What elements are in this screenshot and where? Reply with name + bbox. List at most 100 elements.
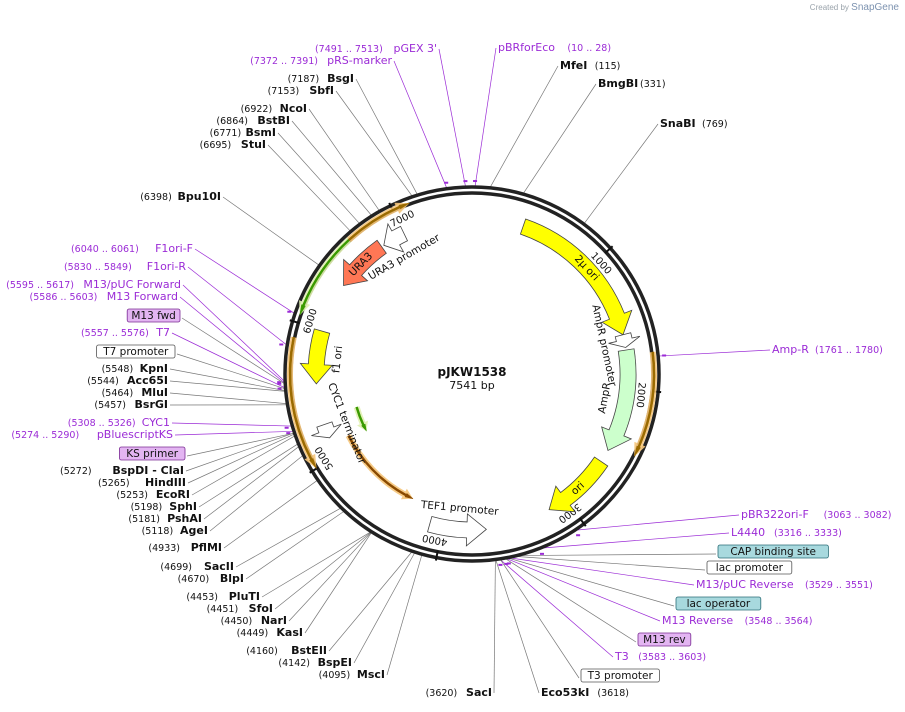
- enzyme-name: SacI: [466, 686, 492, 699]
- leader-line: [495, 559, 540, 694]
- feature-arrow: [311, 421, 342, 439]
- primer-site-marker: [540, 552, 545, 555]
- leader-line: [261, 531, 372, 598]
- enzyme-label: StuI(6695): [200, 138, 266, 151]
- primer-label: F1ori-F(6040 .. 6061): [71, 242, 193, 255]
- enzyme-position: (7187): [288, 74, 320, 85]
- primer-name: M13/pUC Reverse: [696, 578, 794, 591]
- enzyme-position: (6922): [241, 104, 273, 115]
- primer-label: F1ori-R(5830 .. 5849): [64, 260, 186, 273]
- leader-line: [658, 349, 771, 357]
- primer-name: pBRforEco: [498, 41, 555, 54]
- leader-line: [506, 557, 675, 607]
- enzyme-name: PflMI: [191, 541, 222, 554]
- tick-mark: [434, 550, 439, 561]
- leader-line: [504, 557, 637, 643]
- enzyme-name: MfeI: [560, 59, 587, 72]
- feature-box-text: CAP binding site: [730, 546, 816, 558]
- primer-site-marker: [277, 387, 282, 390]
- enzyme-name: BmgBI: [598, 77, 638, 90]
- leader-line: [187, 433, 295, 484]
- leader-line: [522, 83, 597, 195]
- enzyme-position: (769): [702, 119, 728, 130]
- orf-arrow: [355, 406, 367, 432]
- enzyme-label: BspEI (4142): [278, 656, 352, 669]
- enzyme-name: PluTI: [229, 590, 260, 603]
- enzyme-label: Bpu10I(6398): [140, 190, 221, 203]
- enzyme-label: PluTI(4453): [186, 590, 260, 603]
- feature-box-text: T7 promoter: [102, 346, 169, 358]
- enzyme-label: BstBI(6864): [216, 114, 290, 127]
- enzyme-label: NcoI(6922): [241, 102, 307, 115]
- primer-label: M13 Reverse(3548 .. 3564): [662, 614, 812, 627]
- feature-box-text: T3 promoter: [587, 670, 654, 682]
- enzyme-label: MscI(4095): [319, 668, 385, 681]
- primer-site-marker: [279, 343, 284, 346]
- leader-line: [198, 443, 299, 508]
- feature-label: f1 ori: [330, 345, 345, 374]
- leader-line: [493, 559, 496, 694]
- feature-label: AmpR: [596, 382, 613, 415]
- primer-range: (1761 .. 1780): [815, 345, 883, 356]
- primer-site-marker: [444, 181, 449, 184]
- enzyme-name: BlpI: [220, 572, 244, 585]
- feature-box-label: CAP binding site: [717, 544, 829, 559]
- snapgene-branding: Created by SnapGene: [810, 2, 899, 13]
- orf-glow: [634, 351, 657, 457]
- leader-line: [174, 430, 295, 436]
- enzyme-position: (5548): [102, 364, 134, 375]
- tick-mark: [289, 319, 300, 325]
- leader-line: [274, 531, 372, 610]
- primer-name: M13 Reverse: [662, 614, 733, 627]
- primer-range: (10 .. 28): [567, 43, 611, 54]
- enzyme-position: (6398): [140, 192, 172, 203]
- primer-name: pRS-marker: [327, 54, 392, 67]
- feature-arrow: [299, 328, 334, 385]
- site-labels: MfeI(115)BmgBI(331)SnaBI(769)BsgI(7187)S…: [6, 41, 891, 699]
- primer-label: L4440(3316 .. 3333): [731, 526, 842, 539]
- leader-line: [267, 144, 352, 232]
- primer-name: Amp-R: [772, 343, 809, 356]
- feature-arrow: [519, 218, 633, 336]
- primer-name: T3: [614, 650, 629, 663]
- enzyme-label: KpnI(5548): [102, 362, 168, 375]
- primer-name: T7: [155, 326, 170, 339]
- primer-site-marker: [284, 426, 289, 429]
- enzyme-position: (4142): [278, 658, 310, 669]
- leader-line: [516, 553, 717, 556]
- enzyme-label: BsmI(6771): [210, 126, 276, 139]
- primer-name: CYC1: [142, 416, 170, 429]
- primer-range: (3583 .. 3603): [638, 652, 706, 663]
- primer-site-marker: [277, 381, 282, 384]
- enzyme-position: (6771): [210, 128, 242, 139]
- primer-range: (5274 .. 5290): [11, 430, 79, 441]
- leader-line: [187, 266, 288, 346]
- enzyme-position: (3618): [597, 688, 629, 699]
- leader-line: [182, 284, 286, 383]
- feature-box-label: KS primer: [119, 446, 186, 461]
- orf-arrow: [299, 238, 350, 316]
- enzyme-name: MluI: [141, 386, 168, 399]
- primer-label: T3 (3583 .. 3603): [614, 650, 706, 663]
- leader-line: [235, 507, 342, 568]
- enzyme-label: Acc65I(5544): [87, 374, 168, 387]
- leader-line: [386, 554, 423, 676]
- feature-box-label: T3 promoter: [580, 668, 660, 683]
- enzyme-position: (4670): [178, 574, 210, 585]
- feature-arrow: [383, 222, 409, 253]
- plasmid-name: pJKW1538: [438, 365, 507, 379]
- enzyme-position: (5464): [102, 388, 134, 399]
- snapgene-logo-text: SnapGene: [851, 2, 899, 13]
- primer-site-marker: [277, 382, 282, 385]
- leader-line: [308, 108, 381, 212]
- feature-arrow: [427, 513, 487, 547]
- leader-line: [355, 78, 418, 196]
- leader-line: [191, 435, 296, 496]
- primer-range: (5557 .. 5576): [81, 328, 149, 339]
- primer-site-marker: [463, 180, 468, 183]
- leader-line: [489, 65, 559, 189]
- leader-line: [171, 422, 293, 427]
- enzyme-position: (3620): [426, 688, 458, 699]
- enzyme-name: BspEI: [318, 656, 352, 669]
- primer-site-marker: [576, 534, 581, 537]
